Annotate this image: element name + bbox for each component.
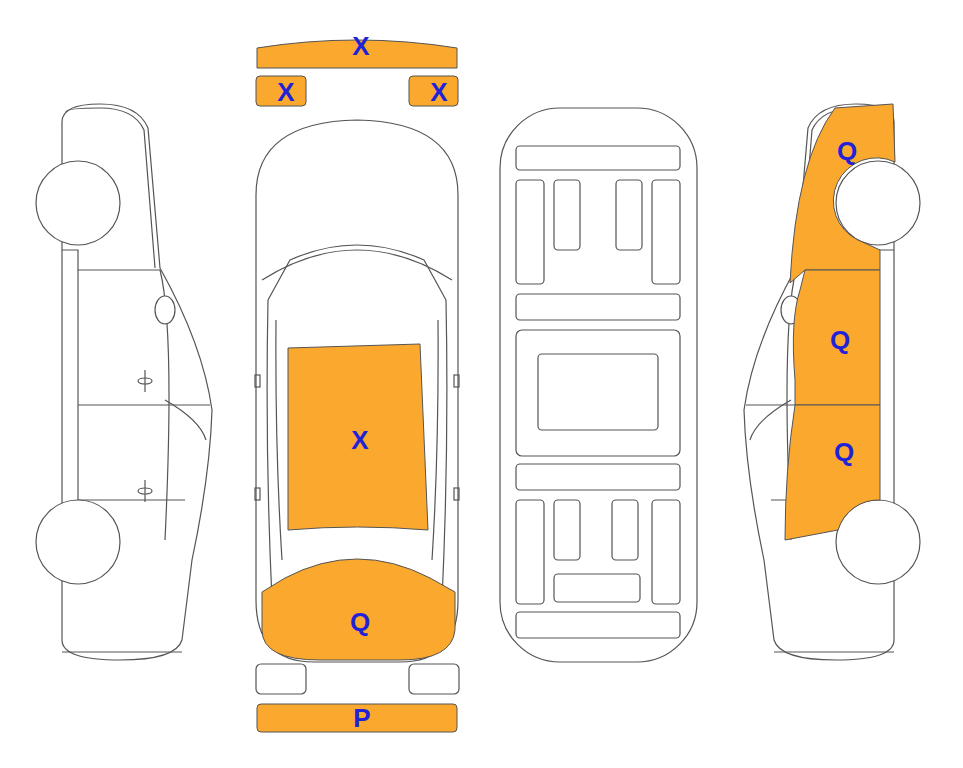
damage-code: X — [430, 79, 447, 105]
damage-code: X — [277, 79, 294, 105]
bumper-panel: P — [255, 702, 459, 734]
door-panel: Q — [790, 268, 882, 407]
fender-panel: Q — [788, 102, 898, 274]
damage-code: X — [352, 33, 369, 59]
lamp-panel: X — [254, 74, 308, 108]
damage-code: Q — [834, 439, 854, 465]
panel-shape — [788, 102, 898, 274]
damage-code: Q — [350, 609, 370, 635]
damage-code: Q — [830, 327, 850, 353]
damage-code: P — [353, 705, 370, 731]
panel-shape — [260, 545, 458, 662]
trunk-panel: Q — [260, 545, 458, 662]
bumper-panel: X — [255, 30, 459, 70]
panel-shape — [782, 403, 882, 543]
damage-code: X — [351, 427, 368, 453]
lamp-panel: X — [407, 74, 460, 108]
damage-code: Q — [837, 138, 857, 164]
door-panel: Q — [782, 403, 882, 543]
roof-panel: X — [284, 340, 430, 532]
